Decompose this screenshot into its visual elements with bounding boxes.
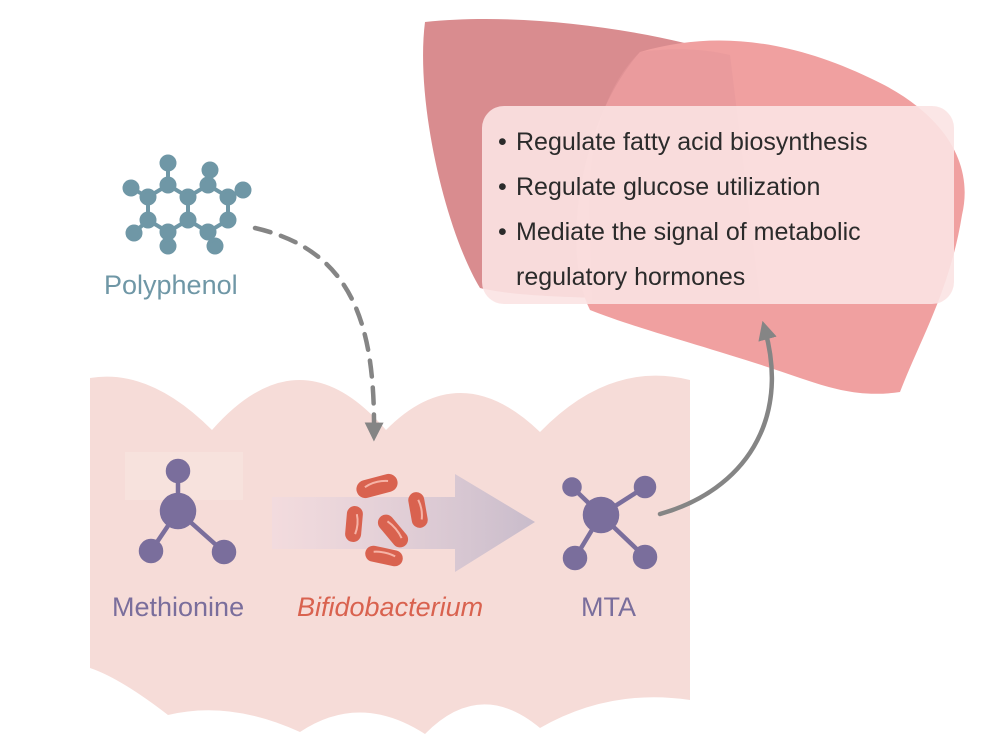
bacterium-cell [345, 506, 363, 542]
mta-to-liver-arrow [657, 320, 777, 517]
methionine-molecule-icon [138, 458, 237, 565]
liver-effect-item: • Regulate glucose utilization [498, 165, 946, 210]
bacterium-cell [356, 473, 398, 499]
liver-effects-list: • Regulate fatty acid biosynthesis • Reg… [498, 120, 946, 300]
mta-molecule-icon [562, 475, 658, 571]
bacterium-cell [377, 514, 409, 548]
bacterium-cell [365, 545, 403, 567]
bullet-mark: • [498, 128, 507, 156]
bacteria-icon [345, 473, 428, 567]
liver-effect-item: • Mediate the signal of metabolic regula… [498, 210, 946, 300]
liver-effect-text: Regulate glucose utilization [516, 173, 821, 201]
liver-effect-item: • Regulate fatty acid biosynthesis [498, 120, 946, 165]
polyphenol-to-bacteria-arrow [252, 225, 384, 442]
liver-effect-text: Regulate fatty acid biosynthesis [516, 128, 868, 156]
liver-text-box [482, 106, 954, 304]
bacterium-cell [408, 492, 428, 528]
polyphenol-molecule-icon [122, 154, 252, 255]
bullet-mark: • [498, 218, 507, 246]
mta-label: MTA [581, 592, 636, 622]
conversion-flow-arrow [272, 474, 535, 572]
polyphenol-label: Polyphenol [104, 270, 238, 300]
bullet-mark: • [498, 173, 507, 201]
bifidobacterium-label: Bifidobacterium [297, 592, 484, 622]
liver-effect-text: Mediate the signal of metabolic regulato… [516, 218, 861, 291]
methionine-label: Methionine [112, 592, 245, 622]
